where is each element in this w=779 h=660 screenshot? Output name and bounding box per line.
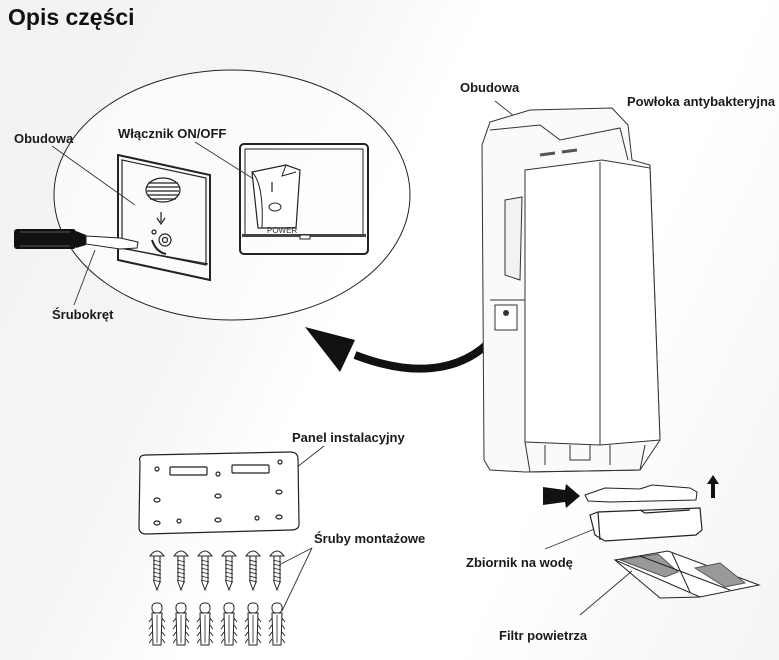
label-housing-top: Obudowa: [460, 80, 520, 95]
tank-lid: [584, 484, 698, 503]
housing-panel-inset: [117, 153, 211, 282]
label-power-switch: Włącznik ON/OFF: [118, 126, 227, 141]
wall-anchor: [220, 602, 238, 646]
screw: [269, 550, 285, 592]
detail-inset-ellipse: [53, 69, 411, 321]
wall-anchor: [244, 602, 262, 646]
wall-anchor: [196, 602, 214, 646]
installation-panel: [138, 451, 300, 535]
up-arrow-icon: [707, 475, 719, 498]
label-water-tank: Zbiornik na wodę: [466, 555, 573, 570]
air-filter: [613, 550, 761, 599]
power-label: POWER: [267, 226, 297, 235]
curved-arrow-icon: [305, 327, 504, 373]
mounting-screws: [149, 550, 285, 592]
label-screwdriver: Śrubokręt: [52, 307, 114, 322]
hand-dryer: [481, 107, 661, 473]
wall-anchor: [172, 602, 190, 646]
page-title: Opis części: [8, 4, 135, 30]
power-switch-panel: [239, 143, 369, 255]
screw: [197, 550, 213, 592]
wall-anchors: [148, 602, 286, 646]
screw: [221, 550, 237, 592]
screwdriver: [14, 229, 139, 250]
label-antibacterial-coating: Powłoka antybakteryjna: [627, 94, 776, 109]
wall-anchor: [268, 602, 286, 646]
screw: [149, 550, 165, 592]
label-air-filter: Filtr powietrza: [499, 628, 588, 643]
label-installation-panel: Panel instalacyjny: [292, 430, 405, 445]
label-mounting-screws: Śruby montażowe: [314, 531, 426, 546]
label-housing-inset: Obudowa: [14, 131, 74, 146]
screw: [245, 550, 261, 592]
slide-arrow-icon: [543, 484, 580, 508]
wall-anchor: [148, 602, 166, 646]
water-tank: [589, 507, 703, 542]
screw: [173, 550, 189, 592]
